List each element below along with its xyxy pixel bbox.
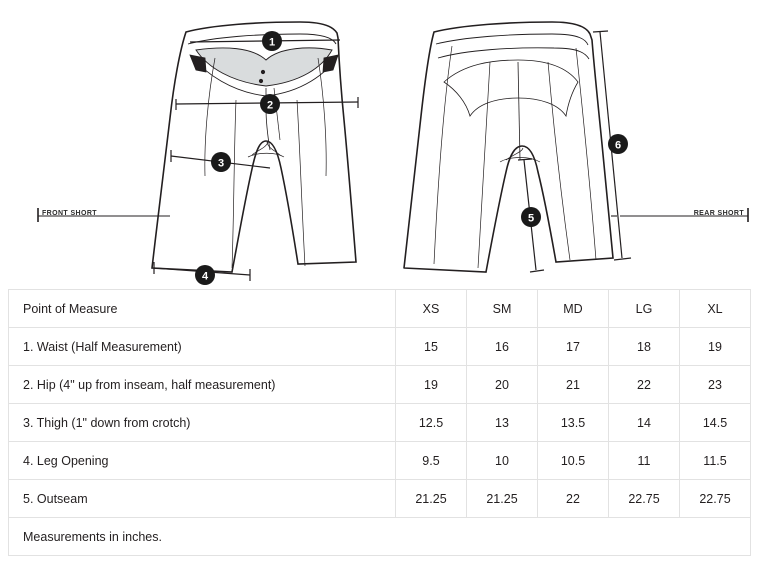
cell-waist-md: 17 — [537, 327, 609, 366]
cell-outseam-xs: 21.25 — [395, 479, 467, 518]
row-label-leg-opening: 4. Leg Opening — [8, 441, 396, 480]
cell-hip-xl: 23 — [679, 365, 751, 404]
cell-leg-opening-md: 10.5 — [537, 441, 609, 480]
table-row: 5. Outseam 21.25 21.25 22 22.75 22.75 — [8, 479, 751, 518]
row-label-thigh: 3. Thigh (1" down from crotch) — [8, 403, 396, 442]
column-header-md: MD — [537, 289, 609, 328]
table-header-row: Point of Measure XS SM MD LG XL — [8, 289, 751, 328]
callout-badge-3: 3 — [211, 152, 231, 172]
table-row: 1. Waist (Half Measurement) 15 16 17 18 … — [8, 327, 751, 366]
svg-text:3: 3 — [218, 158, 224, 170]
cell-hip-sm: 20 — [466, 365, 538, 404]
cell-hip-xs: 19 — [395, 365, 467, 404]
cell-thigh-md: 13.5 — [537, 403, 609, 442]
cell-thigh-sm: 13 — [466, 403, 538, 442]
callout-badge-4: 4 — [195, 265, 215, 285]
front-short-label: FRONT SHORT — [42, 210, 97, 217]
size-chart-table: Point of Measure XS SM MD LG XL 1. Waist… — [8, 289, 751, 556]
footnote-measurements-units: Measurements in inches. — [8, 517, 751, 556]
cell-thigh-lg: 14 — [608, 403, 680, 442]
row-label-hip: 2. Hip (4" up from inseam, half measurem… — [8, 365, 396, 404]
column-header-sm: SM — [466, 289, 538, 328]
table-row: 3. Thigh (1" down from crotch) 12.5 13 1… — [8, 403, 751, 442]
cell-waist-xs: 15 — [395, 327, 467, 366]
cell-thigh-xl: 14.5 — [679, 403, 751, 442]
callout-badge-6: 6 — [608, 134, 628, 154]
front-short-label-group: FRONT SHORT — [37, 208, 170, 222]
table-body: 1. Waist (Half Measurement) 15 16 17 18 … — [8, 327, 751, 556]
cell-waist-sm: 16 — [466, 327, 538, 366]
svg-text:6: 6 — [615, 140, 621, 152]
size-chart-table-container: Point of Measure XS SM MD LG XL 1. Waist… — [8, 289, 751, 556]
cell-leg-opening-xs: 9.5 — [395, 441, 467, 480]
svg-text:5: 5 — [528, 213, 534, 225]
garment-technical-drawing: FRONT SHORT REAR SHORT 1 2 3 — [37, 21, 749, 285]
cell-outseam-xl: 22.75 — [679, 479, 751, 518]
row-label-waist: 1. Waist (Half Measurement) — [8, 327, 396, 366]
table-row: 2. Hip (4" up from inseam, half measurem… — [8, 365, 751, 404]
cell-waist-lg: 18 — [608, 327, 680, 366]
cell-hip-lg: 22 — [608, 365, 680, 404]
column-header-point-of-measure: Point of Measure — [8, 289, 396, 328]
column-header-lg: LG — [608, 289, 680, 328]
cell-leg-opening-sm: 10 — [466, 441, 538, 480]
column-header-xl: XL — [679, 289, 751, 328]
cell-hip-md: 21 — [537, 365, 609, 404]
svg-text:4: 4 — [202, 271, 209, 283]
column-header-xs: XS — [395, 289, 467, 328]
rear-short-illustration — [403, 21, 614, 273]
callout-badge-2: 2 — [260, 94, 280, 114]
table-row: 4. Leg Opening 9.5 10 10.5 11 11.5 — [8, 441, 751, 480]
svg-text:2: 2 — [267, 100, 273, 112]
cell-outseam-sm: 21.25 — [466, 479, 538, 518]
callout-badge-1: 1 — [262, 31, 282, 51]
front-short-illustration — [151, 21, 357, 273]
cell-outseam-lg: 22.75 — [608, 479, 680, 518]
svg-text:1: 1 — [269, 37, 275, 49]
cell-waist-xl: 19 — [679, 327, 751, 366]
cell-leg-opening-lg: 11 — [608, 441, 680, 480]
row-label-outseam: 5. Outseam — [8, 479, 396, 518]
callout-badge-5: 5 — [521, 207, 541, 227]
table-footnote-row: Measurements in inches. — [8, 517, 751, 556]
table-head: Point of Measure XS SM MD LG XL — [8, 289, 751, 328]
rear-short-label: REAR SHORT — [694, 210, 745, 217]
cell-thigh-xs: 12.5 — [395, 403, 467, 442]
rear-short-label-group: REAR SHORT — [611, 208, 749, 222]
cell-leg-opening-xl: 11.5 — [679, 441, 751, 480]
cell-outseam-md: 22 — [537, 479, 609, 518]
